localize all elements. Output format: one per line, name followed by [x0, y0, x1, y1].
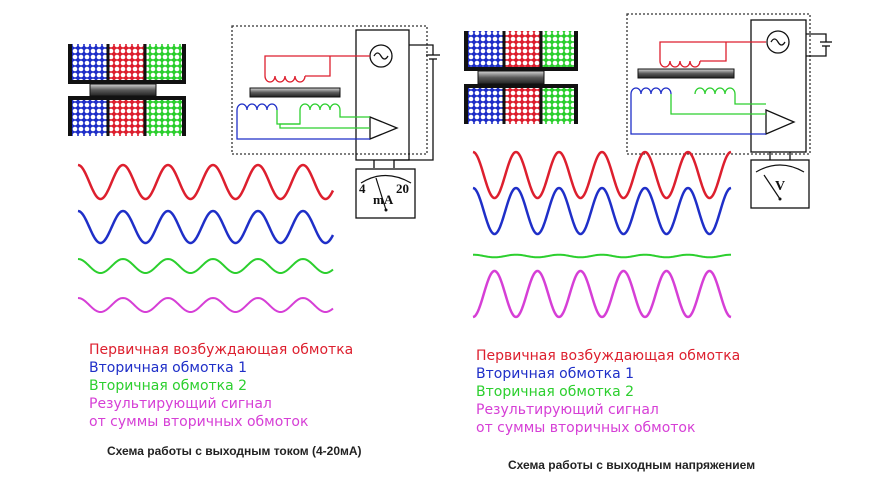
right-sensor-coils [464, 31, 578, 124]
right-legend-secondary1: Вторичная обмотка 1 [476, 366, 635, 382]
left-waveforms [77, 163, 335, 313]
left-circuit [231, 25, 440, 168]
left-legend-primary: Первичная возбуждающая обмотка [89, 342, 354, 358]
right-wave-secondary2 [472, 253, 732, 259]
left-legend: Первичная возбуждающая обмотка Вторичная… [89, 341, 353, 431]
right-wave-secondary1 [472, 186, 732, 236]
right-wave-result [472, 269, 732, 319]
left-meter-unit-label: mA [373, 192, 394, 207]
left-legend-result-cont: от суммы вторичных обмоток [89, 414, 309, 430]
left-sensor-core [89, 83, 157, 97]
left-wave-secondary2 [77, 257, 334, 274]
right-meter [750, 159, 810, 209]
left-wave-primary [77, 163, 335, 201]
right-sensor-core [477, 70, 545, 85]
right-legend-result-cont: от суммы вторичных обмоток [476, 420, 696, 436]
left-meter [355, 168, 416, 219]
right-legend-primary: Первичная возбуждающая обмотка [476, 348, 741, 364]
right-meter-unit-label: V [775, 179, 785, 194]
right-legend-secondary2: Вторичная обмотка 2 [476, 384, 635, 400]
left-caption: Схема работы с выходным током (4-20мА) [107, 444, 362, 458]
left-legend-secondary1: Вторичная обмотка 1 [89, 360, 248, 376]
right-wave-primary [472, 150, 732, 200]
left-wave-result [77, 296, 334, 313]
left-meter-max-label: 20 [396, 181, 409, 196]
left-legend-secondary2: Вторичная обмотка 2 [89, 378, 248, 394]
left-sensor-coils [68, 44, 186, 136]
right-waveforms [472, 150, 732, 319]
right-legend: Первичная возбуждающая обмотка Вторичная… [476, 347, 740, 437]
right-circuit [626, 13, 832, 160]
right-caption: Схема работы с выходным напряжением [508, 458, 756, 472]
left-legend-result: Результирующий сигнал [89, 396, 272, 412]
left-wave-secondary1 [77, 209, 335, 245]
right-legend-result: Результирующий сигнал [476, 402, 659, 418]
left-meter-min-label: 4 [359, 181, 366, 196]
